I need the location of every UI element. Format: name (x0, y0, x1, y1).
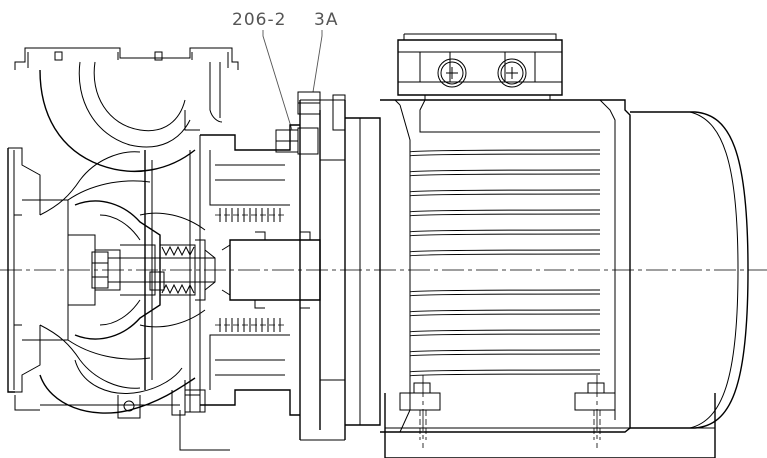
bearing-bracket-adapter (184, 91, 346, 441)
electric-motor (345, 99, 749, 458)
callout-label-206-2: 206-2 (232, 10, 286, 30)
mechanical-seal-spring (149, 239, 216, 301)
cable-gland-left (437, 58, 467, 88)
cable-gland-right (497, 58, 527, 88)
callout-206-2: 206-2 (232, 10, 293, 131)
leader-line-206-2 (262, 30, 293, 131)
leader-line-3a (312, 30, 323, 93)
callout-3a: 3A (312, 10, 338, 93)
impeller (68, 200, 215, 340)
terminal-box (397, 33, 563, 100)
callout-label-3a: 3A (314, 10, 338, 30)
pump-volute-casing (7, 47, 239, 451)
motor-cooling-fins (409, 149, 601, 377)
